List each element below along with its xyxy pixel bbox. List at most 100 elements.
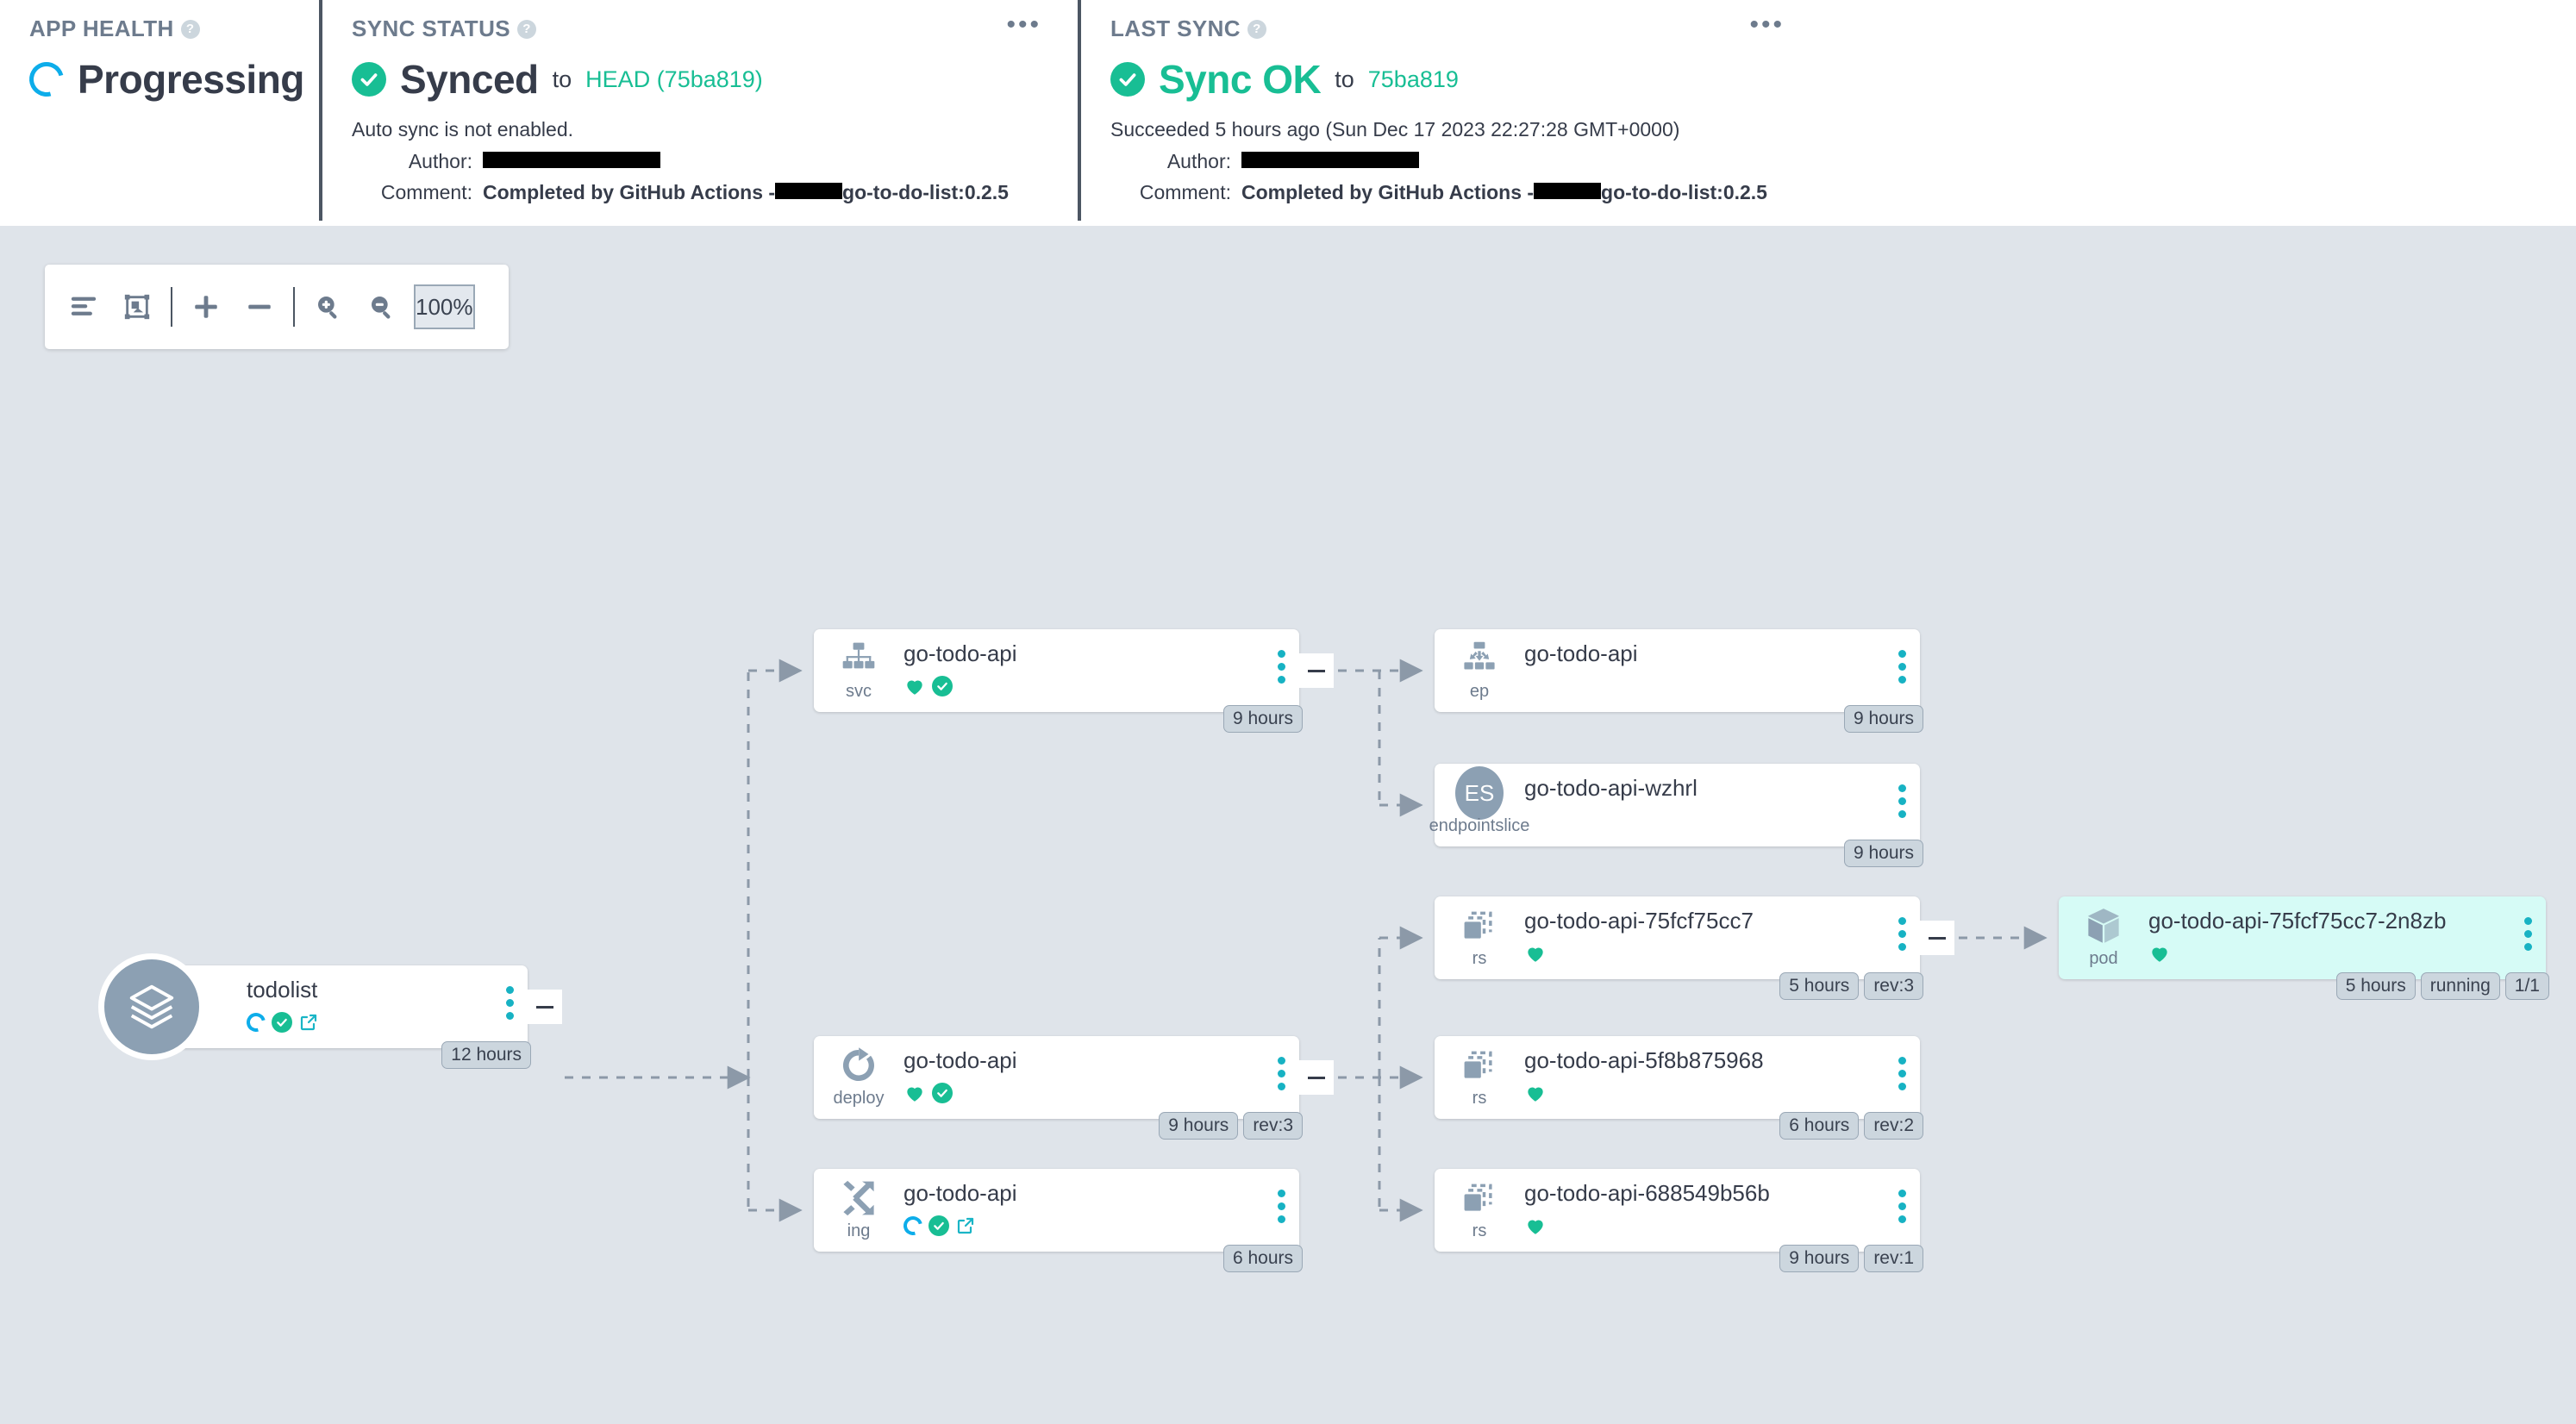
collapse-children-button[interactable]: [1299, 653, 1334, 688]
last-sync-comment-row: Comment: Completed by GitHub Actions -go…: [1110, 178, 2543, 209]
graph-edges: [565, 659, 2048, 1222]
synced-check-icon: [1110, 62, 1145, 97]
node-tag: 9 hours: [1222, 705, 1303, 733]
question-icon[interactable]: ?: [180, 19, 200, 39]
node-status-icons: [1524, 808, 1920, 834]
graph-node-rs-rev3[interactable]: rs go-todo-api-75fcf75cc7 5 hours rev:3: [1435, 896, 1954, 1000]
node-tag: 9 hours: [1843, 705, 1923, 733]
fit-to-screen-button[interactable]: [110, 280, 164, 334]
sync-revision-link[interactable]: HEAD (75ba819): [585, 66, 763, 92]
healthy-heart-icon: [1524, 942, 1547, 965]
last-sync-comment-suffix: go-to-do-list:0.2.5: [1601, 180, 1767, 203]
graph-node-pod[interactable]: pod go-todo-api-75fcf75cc7-2n8zb 5 hours…: [2059, 896, 2549, 1000]
last-sync-revision-link[interactable]: 75ba819: [1367, 66, 1459, 92]
app-health-pane: APP HEALTH ? Progressing: [0, 0, 319, 221]
expand-all-button[interactable]: [179, 280, 233, 334]
magnifier-plus-icon: [318, 297, 337, 319]
question-icon[interactable]: ?: [1247, 19, 1266, 39]
node-status-icons: [1524, 673, 1920, 699]
node-tag: running: [2420, 972, 2500, 1000]
auto-sync-note: Auto sync is not enabled.: [352, 118, 573, 141]
node-status-icons: [899, 1212, 1299, 1239]
node-menu-button[interactable]: [1898, 784, 1906, 818]
pod-cube-icon: [2079, 903, 2128, 948]
node-status-icons: [242, 1009, 528, 1035]
graph-toolbar: 100%: [45, 265, 509, 349]
sync-to-label: to: [552, 66, 572, 92]
progressing-ring-icon: [899, 1212, 927, 1239]
synced-check-icon: [932, 1082, 953, 1103]
node-tag: 9 hours: [1779, 1245, 1860, 1272]
graph-node-endpointslice[interactable]: ES endpointslice go-todo-api-wzhrl 9 hou…: [1429, 764, 1923, 867]
node-tags: 9 hours: [1222, 705, 1303, 733]
collapse-all-button[interactable]: [233, 280, 286, 334]
node-tags: 6 hours rev:2: [1779, 1112, 1923, 1140]
node-status-icons: [903, 673, 1299, 699]
synced-check-icon: [928, 1215, 949, 1236]
list-lines-icon: [71, 297, 97, 315]
node-menu-button[interactable]: [1898, 1190, 1906, 1223]
node-menu-button[interactable]: [1898, 917, 1906, 951]
node-tag: rev:1: [1864, 1245, 1923, 1272]
replicaset-stack-icon: [1455, 903, 1504, 948]
layers-icon: [98, 953, 205, 1060]
toggle-compact-view-button[interactable]: [57, 280, 110, 334]
node-menu-button[interactable]: [2524, 917, 2532, 951]
node-menu-button[interactable]: [1278, 1057, 1285, 1090]
graph-node-rs-rev1[interactable]: rs go-todo-api-688549b56b 9 hours rev:1: [1435, 1169, 1923, 1272]
node-kind-label: deploy: [833, 1089, 885, 1108]
external-link-icon[interactable]: [955, 1215, 976, 1236]
node-tag: 6 hours: [1779, 1112, 1860, 1140]
resource-graph-canvas[interactable]: todolist 12 hours: [0, 231, 2576, 1424]
node-name: go-todo-api-wzhrl: [1524, 776, 1698, 801]
last-sync-label: LAST SYNC: [1110, 16, 1241, 41]
zoom-level-display[interactable]: 100%: [414, 284, 475, 329]
graph-node-rs-rev2[interactable]: rs go-todo-api-5f8b875968 6 hours rev:2: [1435, 1036, 1923, 1140]
node-tags: 12 hours: [441, 1041, 531, 1069]
node-name: todolist: [247, 977, 318, 1002]
app-health-title: APP HEALTH ?: [29, 16, 319, 42]
healthy-heart-icon: [2148, 942, 2171, 965]
graph-node-ing[interactable]: ing go-todo-api 6 hours: [814, 1169, 1303, 1272]
graph-node-application[interactable]: todolist 12 hours: [98, 953, 562, 1069]
collapse-children-button[interactable]: [1920, 921, 1954, 955]
more-horizontal-icon[interactable]: •••: [1006, 10, 1041, 39]
node-menu-button[interactable]: [1278, 650, 1285, 684]
healthy-heart-icon: [1524, 1082, 1547, 1104]
collapse-children-button[interactable]: [1299, 1060, 1334, 1095]
graph-node-deploy[interactable]: deploy go-todo-api 9 hours rev:3: [814, 1036, 1334, 1140]
last-sync-title: LAST SYNC ?: [1110, 16, 2543, 42]
node-tags: 5 hours rev:3: [1779, 972, 1923, 1000]
healthy-heart-icon: [1524, 1215, 1547, 1237]
node-tags: 5 hours running 1/1: [2335, 972, 2549, 1000]
node-name: go-todo-api: [903, 1048, 1017, 1073]
progressing-ring-icon: [22, 55, 71, 103]
synced-check-icon: [272, 1011, 292, 1033]
last-sync-comment-value: Completed by GitHub Actions -go-to-do-li…: [1241, 178, 1767, 209]
endpoints-icon: [1455, 636, 1504, 681]
node-tag: 9 hours: [1843, 840, 1923, 867]
question-icon[interactable]: ?: [517, 19, 537, 39]
zoom-in-button[interactable]: [302, 280, 355, 334]
node-status-icons: [2148, 940, 2546, 966]
node-tags: 9 hours: [1843, 840, 1923, 867]
node-menu-button[interactable]: [1898, 1057, 1906, 1090]
sync-comment-label: Comment:: [380, 180, 472, 203]
node-menu-button[interactable]: [1898, 650, 1906, 684]
last-sync-commit-meta: Author: Comment: Completed by GitHub Act…: [1110, 147, 2543, 208]
app-health-status-text: Progressing: [78, 57, 304, 102]
node-menu-button[interactable]: [1278, 1190, 1285, 1223]
graph-node-svc[interactable]: svc go-todo-api 9 hours: [814, 629, 1334, 733]
app-health-label: APP HEALTH: [29, 16, 174, 41]
more-horizontal-icon[interactable]: •••: [1749, 10, 1785, 39]
collapse-children-button[interactable]: [528, 990, 562, 1024]
replicaset-stack-icon: [1455, 1176, 1504, 1221]
service-sitemap-icon: [835, 636, 883, 681]
last-sync-author-row: Author:: [1110, 147, 2543, 178]
external-link-icon[interactable]: [298, 1012, 319, 1033]
node-menu-button[interactable]: [506, 986, 514, 1020]
graph-node-ep[interactable]: ep go-todo-api 9 hours: [1435, 629, 1923, 733]
zoom-out-button[interactable]: [355, 280, 409, 334]
node-tag: rev:2: [1864, 1112, 1923, 1140]
node-kind-label: endpointslice: [1429, 816, 1530, 835]
